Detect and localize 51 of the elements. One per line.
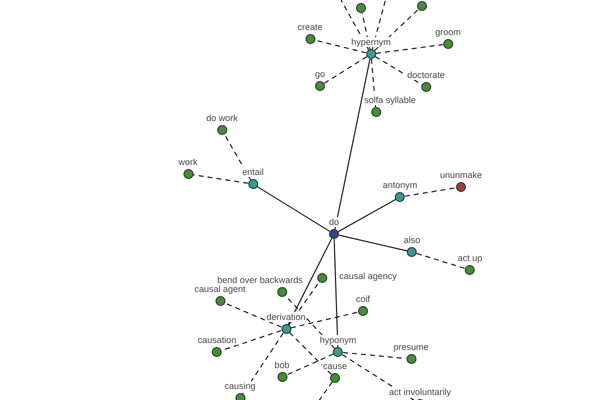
node-label: presume: [392, 342, 430, 352]
node-label: act involuntarily: [388, 387, 452, 397]
node-label: bob: [273, 360, 291, 370]
node-label: do: [328, 217, 340, 227]
node-label: groom: [434, 27, 462, 37]
dashed-line: [192, 174, 249, 184]
connector-line: [338, 198, 396, 232]
node-label: go: [314, 69, 326, 79]
node-label: causal agent: [193, 284, 247, 294]
node-label: entail: [241, 167, 265, 177]
dashed-line: [288, 282, 320, 326]
connector-line: [334, 58, 370, 230]
connector-line: [256, 186, 330, 232]
dashed-line: [290, 312, 359, 328]
node-label: act up: [456, 253, 484, 263]
connector-line: [338, 234, 408, 252]
dashed-line: [224, 134, 251, 180]
dashed-line: [374, 56, 422, 85]
dashed-line: [340, 0, 370, 50]
node-label: coif: [355, 294, 371, 304]
connector-line: [288, 238, 332, 326]
dashed-line: [286, 354, 334, 376]
node-label: derivation: [265, 312, 307, 322]
node-label: solfa syllable: [363, 95, 417, 105]
dashed-line: [416, 252, 466, 270]
node-label: hypernym: [350, 37, 392, 47]
dashed-line: [242, 332, 284, 394]
node-label: cause: [322, 361, 348, 371]
dashed-line: [372, 0, 386, 50]
dashed-line: [404, 187, 457, 197]
node-label: causal agency: [338, 271, 398, 281]
node-label: bend over backwards: [216, 275, 304, 285]
node-label: ununmake: [438, 170, 484, 180]
dashed-line: [375, 44, 444, 54]
node-label: do work: [205, 113, 239, 123]
node-label: work: [178, 157, 198, 167]
node-label: hyponym: [318, 335, 358, 345]
dashed-line: [224, 302, 282, 328]
node-label: doctorate: [406, 70, 446, 80]
node-label: causation: [196, 335, 238, 345]
node-label: also: [402, 235, 422, 245]
connector-line: [334, 238, 338, 348]
node-label: create: [296, 22, 324, 32]
dashed-line: [324, 56, 368, 84]
dashed-line: [370, 58, 376, 108]
node-label: causing: [223, 381, 257, 391]
dashed-line: [374, 8, 419, 52]
node-label: antonym: [382, 180, 418, 190]
dashed-line: [318, 382, 333, 400]
dashed-line: [289, 332, 332, 375]
dashed-line: [362, 12, 370, 50]
